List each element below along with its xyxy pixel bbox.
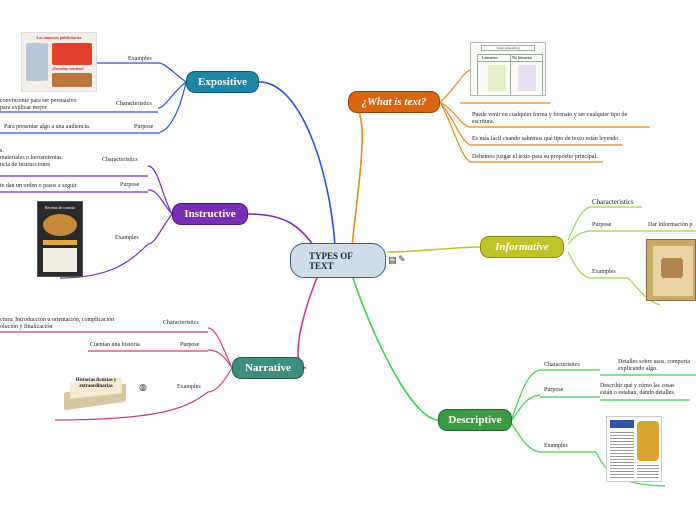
expositive-characteristics-label: Characteristics: [116, 101, 152, 107]
descriptive-example-image[interactable]: [606, 416, 662, 482]
image-title: Recetas de comida: [45, 205, 75, 210]
expositive-purpose-label: Purpose: [134, 124, 154, 130]
topic-instructive[interactable]: Instructive: [172, 203, 248, 225]
what-is-text-item-3: Debemos juzgar el texto para su propósit…: [472, 154, 598, 160]
topic-informative[interactable]: Informative: [480, 236, 564, 258]
narrative-purpose-text: Cuentan una historia.: [90, 342, 142, 348]
topic-instructive-label: Instructive: [184, 208, 236, 220]
instructive-example-image[interactable]: Recetas de comida: [37, 201, 83, 277]
informative-examples-label: Examples: [592, 269, 616, 275]
topic-what-is-text-label: ¿What is text?: [361, 96, 427, 108]
expositive-examples-label: Examples: [128, 56, 152, 62]
descriptive-characteristics-text: Detalles sobre usos, comporta explicando…: [618, 359, 690, 372]
topic-descriptive-label: Descriptive: [448, 414, 502, 426]
descriptive-examples-label: Examples: [544, 443, 568, 449]
topic-expositive-label: Expositive: [198, 76, 247, 88]
what-is-text-item-1: Puede venir en cualquier forma y formato…: [472, 112, 628, 125]
expositive-example-image[interactable]: Los anuncios publicitarios ¡Escucha cues…: [21, 32, 97, 92]
narrative-example-image[interactable]: Historias ficticias y extraordinarias: [60, 370, 132, 412]
table-header-literary: Literarios: [482, 55, 498, 60]
attachment-icon[interactable]: ✎: [398, 255, 406, 265]
narrative-examples-label: Examples: [177, 384, 201, 390]
instructive-purpose-label: Purpose: [120, 182, 140, 188]
descriptive-purpose-label: Purpose: [544, 387, 564, 393]
image-title: Textos (expositivo): [481, 45, 535, 51]
informative-example-image[interactable]: [646, 239, 696, 301]
informative-purpose-label: Purpose: [592, 222, 612, 228]
notes-icon[interactable]: ▤: [388, 256, 397, 266]
descriptive-characteristics-label: Characteristics: [544, 362, 580, 368]
image-caption: ¡Escucha cuestion!: [52, 66, 84, 71]
what-is-text-table-image[interactable]: Textos (expositivo) Literarios No litera…: [470, 42, 546, 96]
instructive-purpose-text: te dan un orden o pasos a seguir: [0, 183, 77, 189]
instructive-characteristics-text: s. materiales o herramientas. ncia de in…: [0, 148, 64, 168]
topic-expositive[interactable]: Expositive: [186, 71, 259, 93]
informative-purpose-text: Dar información p: [648, 222, 693, 228]
expositive-purpose-text: Para presentar algo a una audiencia.: [4, 124, 91, 130]
central-topic-title: TYPES OF TEXT: [309, 250, 353, 271]
central-topic[interactable]: TYPES OF TEXT: [290, 243, 386, 278]
topic-narrative[interactable]: Narrative: [232, 357, 304, 379]
topic-descriptive[interactable]: Descriptive: [438, 409, 512, 431]
topic-informative-label: Informative: [495, 241, 549, 253]
narrative-characteristics-label: Characteristics: [163, 320, 199, 326]
descriptive-purpose-text: Describir qué y cómo las cosas están o e…: [600, 383, 676, 396]
narrative-characteristics-text: ctura: Introducción u orientación, compl…: [0, 317, 115, 330]
image-title: Historias ficticias y extraordinarias: [75, 378, 117, 389]
table-header-nonliterary: No literarios: [512, 55, 533, 60]
expositive-characteristics-text: convincente para ser persuasivo para exp…: [0, 98, 77, 111]
what-is-text-item-2: Es más fácil cuando sabemos qué tipo de …: [472, 136, 620, 142]
globe-icon[interactable]: ◍: [139, 383, 147, 393]
informative-characteristics-label: Characteristics: [592, 198, 634, 206]
instructive-examples-label: Examples: [115, 235, 139, 241]
image-title: Los anuncios publicitarios: [36, 35, 82, 40]
instructive-characteristics-label: Characteristics: [102, 157, 138, 163]
topic-narrative-label: Narrative: [245, 362, 291, 374]
topic-what-is-text[interactable]: ¿What is text?: [348, 91, 440, 113]
narrative-purpose-label: Purpose: [180, 342, 200, 348]
